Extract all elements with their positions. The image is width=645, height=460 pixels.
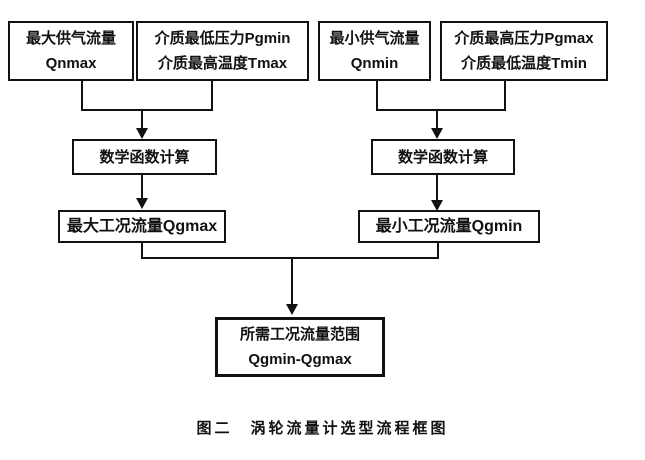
connector-calc-right-down xyxy=(436,175,438,201)
arrowhead-result xyxy=(286,304,298,315)
arrowhead-left-calc xyxy=(136,128,148,139)
box-calc-left: 数学函数计算 xyxy=(72,139,217,175)
box-qgmax: 最大工况流量Qgmax xyxy=(58,210,226,243)
connector-calc-left-down xyxy=(141,175,143,199)
box-max-supply-flow: 最大供气流量 Qnmax xyxy=(8,21,134,81)
arrowhead-right-calc xyxy=(431,128,443,139)
connector-left-v1 xyxy=(81,81,83,111)
arrowhead-qgmin xyxy=(431,200,443,211)
connector-right-drop xyxy=(436,111,438,129)
box-max-pressure-min-temp: 介质最高压力Pgmax 介质最低温度Tmin xyxy=(440,21,608,81)
box-qgmin-label: 最小工况流量Qgmin xyxy=(375,218,523,235)
box-calc-right: 数学函数计算 xyxy=(371,139,515,175)
box-calc-left-label: 数学函数计算 xyxy=(99,148,190,166)
connector-right-v2 xyxy=(504,81,506,111)
box-max-pressure-line: 介质最高压力Pgmax xyxy=(454,30,594,47)
box-max-supply-flow-line1: 最大供气流量 xyxy=(25,30,116,47)
box-min-supply-flow: 最小供气流量 Qnmin xyxy=(318,21,431,81)
box-result-range-line1: 所需工况流量范围 xyxy=(239,326,360,343)
box-max-temp-line: 介质最高温度Tmax xyxy=(157,55,288,72)
box-min-pressure-max-temp: 介质最低压力Pgmin 介质最高温度Tmax xyxy=(136,21,309,81)
box-qgmax-label: 最大工况流量Qgmax xyxy=(66,218,218,235)
arrowhead-qgmax xyxy=(136,198,148,209)
connector-left-v2 xyxy=(211,81,213,111)
connector-right-merge xyxy=(376,109,506,111)
box-max-supply-flow-line2: Qnmax xyxy=(45,55,97,72)
box-qgmin: 最小工况流量Qgmin xyxy=(358,210,540,243)
box-min-supply-flow-line2: Qnmin xyxy=(350,55,399,72)
connector-bottom-merge xyxy=(141,257,439,259)
figure-caption: 图二 涡轮流量计选型流程框图 xyxy=(196,420,449,437)
connector-bottom-right-v xyxy=(437,243,439,259)
connector-bottom-left-v xyxy=(141,243,143,259)
box-min-supply-flow-line1: 最小供气流量 xyxy=(329,30,420,47)
box-min-temp-line: 介质最低温度Tmin xyxy=(461,55,587,72)
connector-result-drop xyxy=(291,259,293,305)
box-min-pressure-line: 介质最低压力Pgmin xyxy=(154,30,291,47)
box-result-range-line2: Qgmin-Qgmax xyxy=(248,351,352,368)
connector-right-v1 xyxy=(376,81,378,111)
connector-left-merge xyxy=(81,109,213,111)
box-result-range: 所需工况流量范围 Qgmin-Qgmax xyxy=(215,317,385,377)
box-calc-right-label: 数学函数计算 xyxy=(397,148,488,166)
connector-left-drop xyxy=(141,111,143,129)
